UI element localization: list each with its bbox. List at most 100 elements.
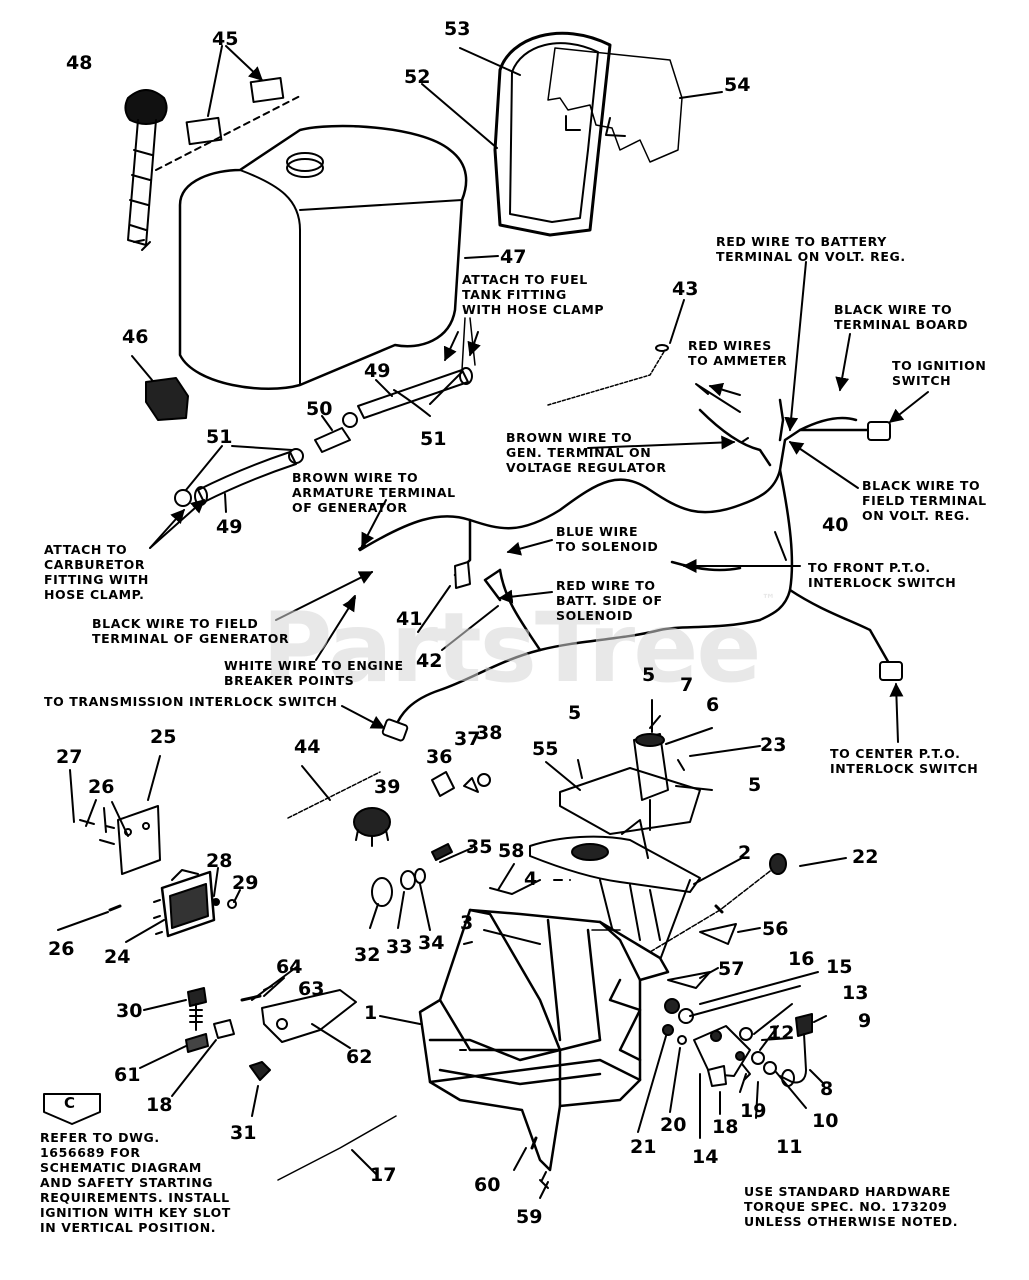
tank-strap-part xyxy=(493,31,612,237)
washer-part xyxy=(751,1051,765,1065)
callout-8: 8 xyxy=(820,1078,834,1100)
callout-14: 14 xyxy=(692,1146,719,1168)
washer-part xyxy=(739,1027,753,1041)
callout-53: 53 xyxy=(444,18,471,40)
callout-35: 35 xyxy=(466,836,493,858)
callout-33: 33 xyxy=(386,936,413,958)
note-transmission-switch: TO TRANSMISSION INTERLOCK SWITCH xyxy=(44,694,338,709)
frame-tower-part xyxy=(418,908,670,1172)
screw-part xyxy=(249,1061,271,1081)
washer-part xyxy=(763,1061,777,1075)
note-center-pto: TO CENTER P.T.O.INTERLOCK SWITCH xyxy=(830,746,979,776)
clip-part xyxy=(463,777,479,793)
callout-29: 29 xyxy=(232,872,259,894)
nut-part xyxy=(664,998,680,1014)
callout-39: 39 xyxy=(374,776,401,798)
callout-5-right: 5 xyxy=(748,774,762,796)
callout-4: 4 xyxy=(524,868,538,890)
callout-48: 48 xyxy=(66,52,93,74)
callout-51-left: 51 xyxy=(206,426,233,448)
callout-26-top: 26 xyxy=(88,776,115,798)
rod-part xyxy=(287,771,381,819)
callout-19: 19 xyxy=(740,1100,767,1122)
callout-2: 2 xyxy=(738,842,752,864)
washer-part xyxy=(677,1035,687,1045)
callout-11: 11 xyxy=(776,1136,803,1158)
callout-56: 56 xyxy=(762,918,789,940)
callout-26-bottom: 26 xyxy=(48,938,75,960)
fuel-filter-part xyxy=(314,427,351,453)
callout-49-lower: 49 xyxy=(216,516,243,538)
callout-52: 52 xyxy=(404,66,431,88)
note-front-pto: TO FRONT P.T.O.INTERLOCK SWITCH xyxy=(808,560,957,590)
fuel-hose-upper-part xyxy=(357,367,473,419)
callout-49-upper: 49 xyxy=(364,360,391,382)
callout-63: 63 xyxy=(298,978,325,1000)
callout-60: 60 xyxy=(474,1174,501,1196)
callout-22: 22 xyxy=(852,846,879,868)
callout-44: 44 xyxy=(294,736,321,758)
callout-20: 20 xyxy=(660,1114,687,1136)
callout-43: 43 xyxy=(672,278,699,300)
bushing-part xyxy=(371,877,393,907)
callout-46: 46 xyxy=(122,326,149,348)
callout-64: 64 xyxy=(276,956,303,978)
clip-part xyxy=(431,771,455,797)
solenoid-part xyxy=(353,807,391,847)
connector-part xyxy=(879,661,903,681)
callout-31: 31 xyxy=(230,1122,257,1144)
callout-23: 23 xyxy=(760,734,787,756)
reference-arrow-box xyxy=(43,1093,101,1125)
bracket-part xyxy=(79,805,161,875)
dash-panel-part xyxy=(559,733,701,835)
callout-18-right: 18 xyxy=(712,1116,739,1138)
reference-box-letter: C xyxy=(64,1094,76,1112)
washer-part xyxy=(414,868,426,884)
callout-41: 41 xyxy=(396,608,423,630)
callout-25: 25 xyxy=(150,726,177,748)
callout-55: 55 xyxy=(532,738,559,760)
callout-10: 10 xyxy=(812,1110,839,1132)
callout-51-right: 51 xyxy=(420,428,447,450)
nut-part xyxy=(662,1024,674,1036)
callout-5-top: 5 xyxy=(642,664,656,686)
wire-lead-part xyxy=(547,349,666,406)
callout-45: 45 xyxy=(212,28,239,50)
decal-part xyxy=(185,116,223,146)
clip-part xyxy=(213,1019,235,1039)
callout-1: 1 xyxy=(364,1002,378,1024)
callout-3: 3 xyxy=(460,912,474,934)
callout-57: 57 xyxy=(718,958,745,980)
callout-9: 9 xyxy=(858,1010,872,1032)
callout-7: 7 xyxy=(680,674,694,696)
callout-42: 42 xyxy=(416,650,443,672)
spring-part xyxy=(741,1063,751,1081)
callout-38: 38 xyxy=(476,722,503,744)
callout-21: 21 xyxy=(630,1136,657,1158)
callout-6: 6 xyxy=(706,694,720,716)
callout-12: 12 xyxy=(768,1022,795,1044)
cable-part xyxy=(277,1115,397,1181)
callout-61: 61 xyxy=(114,1064,141,1086)
callout-59: 59 xyxy=(516,1206,543,1228)
terminal-cap-part xyxy=(431,843,453,861)
callout-24: 24 xyxy=(104,946,131,968)
console-part xyxy=(529,819,701,969)
washer-part xyxy=(400,870,416,890)
bracket-56-part xyxy=(699,923,737,945)
connector-part xyxy=(867,421,891,441)
callout-37: 37 xyxy=(454,728,481,750)
